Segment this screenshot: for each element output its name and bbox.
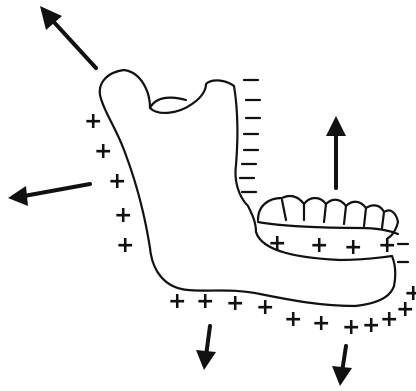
plus-sign: + <box>226 291 244 316</box>
sigmoid-notch <box>150 98 186 108</box>
arrow-up-left <box>40 6 96 68</box>
arrow-left <box>8 184 90 206</box>
plus-sign: + <box>94 139 112 164</box>
plus-sign: + <box>378 233 396 258</box>
plus-sign: + <box>84 109 102 134</box>
plus-sign: + <box>268 231 286 256</box>
arrow-down-left <box>196 326 216 370</box>
inferior-border-plus-signs: + + + + + + + + + + + <box>168 281 416 340</box>
plus-sign: + <box>344 235 362 260</box>
teeth-divisions <box>282 200 384 228</box>
plus-sign: + <box>114 203 132 228</box>
plus-sign: + <box>284 307 302 332</box>
plus-sign: + <box>116 233 134 258</box>
alveolar-plus-signs: + + + + <box>268 231 396 260</box>
plus-sign: + <box>362 313 380 338</box>
plus-sign: + <box>404 281 416 306</box>
arrow-up <box>326 116 346 188</box>
plus-sign: + <box>108 169 126 194</box>
anterior-ramus-minus-signs <box>240 80 260 192</box>
arrow-down-right <box>332 346 352 386</box>
plus-sign: + <box>196 289 214 314</box>
plus-sign: + <box>256 295 274 320</box>
anterior-symphysis-minus-signs <box>398 244 408 262</box>
plus-sign: + <box>312 311 330 336</box>
plus-sign: + <box>310 233 328 258</box>
plus-sign: + <box>342 315 360 340</box>
mandible-outline <box>100 70 396 306</box>
plus-sign: + <box>168 289 186 314</box>
